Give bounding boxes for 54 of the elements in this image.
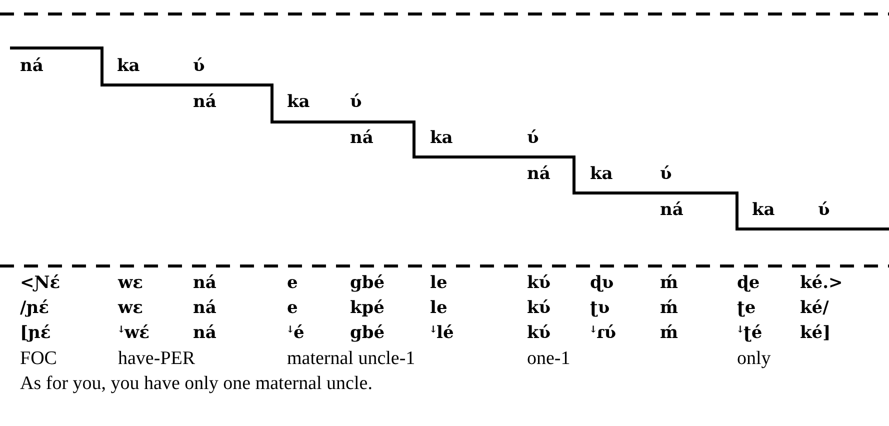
transcription-word: ná — [193, 300, 216, 317]
transcription-word: le — [430, 300, 448, 317]
transcription-word: wɛ — [118, 275, 143, 292]
transcription-word: ꜜé — [287, 325, 304, 342]
tone-syllable: ka — [117, 58, 140, 75]
tone-syllable: ná — [350, 130, 374, 147]
transcription-word: ɖʋ — [590, 275, 614, 292]
gloss-text: FOC — [20, 349, 57, 368]
gloss-text: maternal uncle-1 — [287, 349, 416, 368]
tone-syllable: ná — [193, 94, 216, 111]
transcription-word: ꜜʈé — [737, 325, 762, 342]
tone-syllable: ka — [430, 130, 453, 147]
tone-syllable: ka — [590, 166, 613, 183]
transcription-word: ké/ — [800, 300, 829, 317]
gloss-text: have-PER — [118, 349, 196, 368]
transcription-word: ḿ — [660, 325, 678, 342]
transcription-word: kʋ́ — [527, 275, 551, 292]
transcription-word: ké] — [800, 325, 831, 342]
tone-syllable: ná — [527, 166, 550, 183]
tone-syllable: ʋ́ — [350, 94, 362, 111]
transcription-word: e — [287, 300, 298, 317]
transcription-word: e — [287, 275, 298, 292]
transcription-word: [ɲɛ́ — [20, 325, 51, 342]
transcription-word: ꜜɾʋ́ — [590, 325, 616, 342]
tone-syllable: ʋ́ — [818, 202, 830, 219]
transcription-word: gbé — [350, 325, 385, 342]
transcription-word: ꜜlé — [430, 325, 454, 342]
transcription-word: kpé — [350, 300, 384, 317]
tone-syllable: ʋ́ — [193, 58, 205, 75]
transcription-word: ké.> — [800, 275, 843, 292]
transcription-word: kʋ́ — [527, 325, 551, 342]
transcription-word: le — [430, 275, 448, 292]
transcription-word: wɛ — [118, 300, 143, 317]
transcription-word: kʋ́ — [527, 300, 551, 317]
transcription-word: <Ɲɛ́ — [20, 275, 60, 292]
transcription-word: ḿ — [660, 300, 678, 317]
translation-text: As for you, you have only one maternal uncle. — [20, 374, 372, 393]
transcription-word: ḿ — [660, 275, 678, 292]
tone-syllable: ʋ́ — [660, 166, 672, 183]
gloss-text: one-1 — [527, 349, 570, 368]
gloss-text: only — [737, 349, 771, 368]
transcription-word: ʈe — [737, 300, 756, 317]
transcription-word: ʈʋ — [590, 300, 610, 317]
transcription-word: ꜜwɛ́ — [118, 325, 150, 342]
tone-syllable: ná — [660, 202, 684, 219]
transcription-word: ná — [193, 275, 216, 292]
tone-syllable: ná — [20, 58, 44, 75]
tone-syllable: ka — [287, 94, 310, 111]
tone-syllable: ʋ́ — [527, 130, 539, 147]
tone-syllable: ka — [752, 202, 775, 219]
transcription-word: gbé — [350, 275, 385, 292]
transcription-word: /ɲɛ́ — [20, 300, 49, 317]
transcription-word: ɖe — [737, 275, 760, 292]
transcription-word: ná — [193, 325, 216, 342]
